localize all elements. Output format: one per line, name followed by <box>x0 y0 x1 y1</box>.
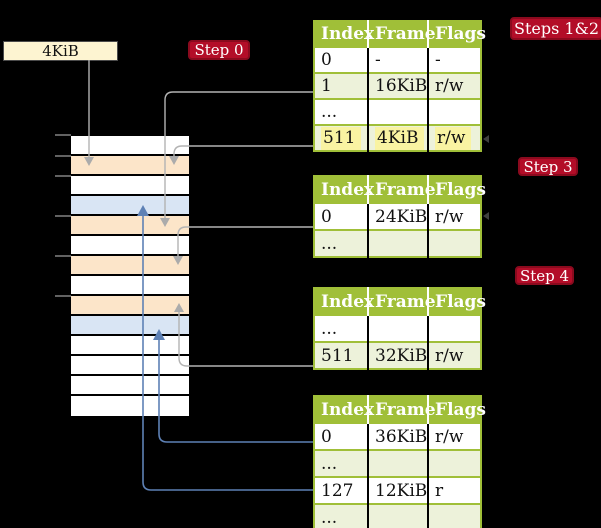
badge-step-0: Step 0 <box>188 40 250 60</box>
header-frame: Frame <box>367 288 436 315</box>
cell-frame: 16KiB <box>367 72 428 99</box>
cell-index: 511 <box>314 341 368 369</box>
cell-index: 0 <box>314 422 368 450</box>
cell-index: ... <box>314 449 368 477</box>
header-frame: Frame <box>367 176 436 203</box>
table-row: ... <box>314 314 481 342</box>
cell-frame <box>367 449 428 477</box>
table-row: 511 4KiB r/w <box>314 124 481 151</box>
root-frame-label: 4KiB <box>42 42 79 60</box>
cell-frame: 24KiB <box>367 202 428 230</box>
cell-flags <box>427 503 481 528</box>
memory-row-table <box>71 296 189 316</box>
memory-row-free <box>71 176 189 196</box>
cell-index: ... <box>314 229 368 257</box>
cell-flags: r/w <box>427 124 481 151</box>
header-index: Index <box>314 288 374 315</box>
header-index: Index <box>314 21 374 47</box>
cell-flags <box>427 98 481 125</box>
badge-steps-1-2: Steps 1&2 <box>510 17 601 40</box>
table-row: ... <box>314 503 481 528</box>
cell-index: ... <box>314 503 368 528</box>
table-row: ... <box>314 98 481 125</box>
cell-flags: r/w <box>427 72 481 99</box>
cell-index: 1 <box>314 72 368 99</box>
cell-index: 127 <box>314 476 368 504</box>
memory-row-page <box>71 196 189 216</box>
memory-row-free <box>71 136 189 156</box>
cell-flags: r/w <box>427 341 481 369</box>
cell-frame: 32KiB <box>367 341 428 369</box>
cell-flags <box>427 314 481 342</box>
cell-flags: r <box>427 476 481 504</box>
cell-index: 511 <box>314 124 368 151</box>
memory-row-table <box>71 156 189 176</box>
memory-row-free <box>71 276 189 296</box>
root-frame-box: 4KiB <box>3 41 118 61</box>
cell-frame <box>367 503 428 528</box>
memory-row-free <box>71 396 189 416</box>
cell-frame: - <box>367 46 428 73</box>
memory-row-free <box>71 236 189 256</box>
header-flags: Flags <box>427 396 486 423</box>
table-row: 0-- <box>314 46 481 73</box>
highlighted-value: r/w <box>435 127 472 150</box>
cell-index: 0 <box>314 202 368 230</box>
header-flags: Flags <box>427 288 486 315</box>
cell-flags: - <box>427 46 481 73</box>
table-row: ... <box>314 229 481 257</box>
highlighted-value: 511 <box>321 127 362 150</box>
cell-frame <box>367 229 428 257</box>
memory-row-free <box>71 336 189 356</box>
memory-row-table <box>71 216 189 236</box>
header-index: Index <box>314 396 374 423</box>
cell-frame <box>367 314 428 342</box>
cell-flags <box>427 449 481 477</box>
cell-flags <box>427 229 481 257</box>
arrow-stub-right-of-table1 <box>483 135 489 143</box>
cell-frame: 4KiB <box>367 124 428 151</box>
cell-index: ... <box>314 314 368 342</box>
memory-row-free <box>71 356 189 376</box>
memory-row-free <box>71 376 189 396</box>
highlighted-value: 4KiB <box>375 127 425 150</box>
header-frame: Frame <box>367 396 436 423</box>
cell-frame: 12KiB <box>367 476 428 504</box>
header-frame: Frame <box>367 21 436 47</box>
memory-row-table <box>71 256 189 276</box>
memory-row-page <box>71 316 189 336</box>
badge-step-3: Step 3 <box>518 157 578 176</box>
memory-ticks <box>55 134 71 297</box>
table-row: ... <box>314 449 481 477</box>
badge-step-4: Step 4 <box>515 266 574 285</box>
physical-memory-column <box>71 136 189 416</box>
cell-index: ... <box>314 98 368 125</box>
header-flags: Flags <box>427 21 486 47</box>
cell-flags: r/w <box>427 422 481 450</box>
cell-frame: 36KiB <box>367 422 428 450</box>
header-index: Index <box>314 176 374 203</box>
header-flags: Flags <box>427 176 486 203</box>
cell-flags: r/w <box>427 202 481 230</box>
cell-index: 0 <box>314 46 368 73</box>
cell-frame <box>367 98 428 125</box>
arrow-stub-right-of-table2 <box>483 212 489 220</box>
